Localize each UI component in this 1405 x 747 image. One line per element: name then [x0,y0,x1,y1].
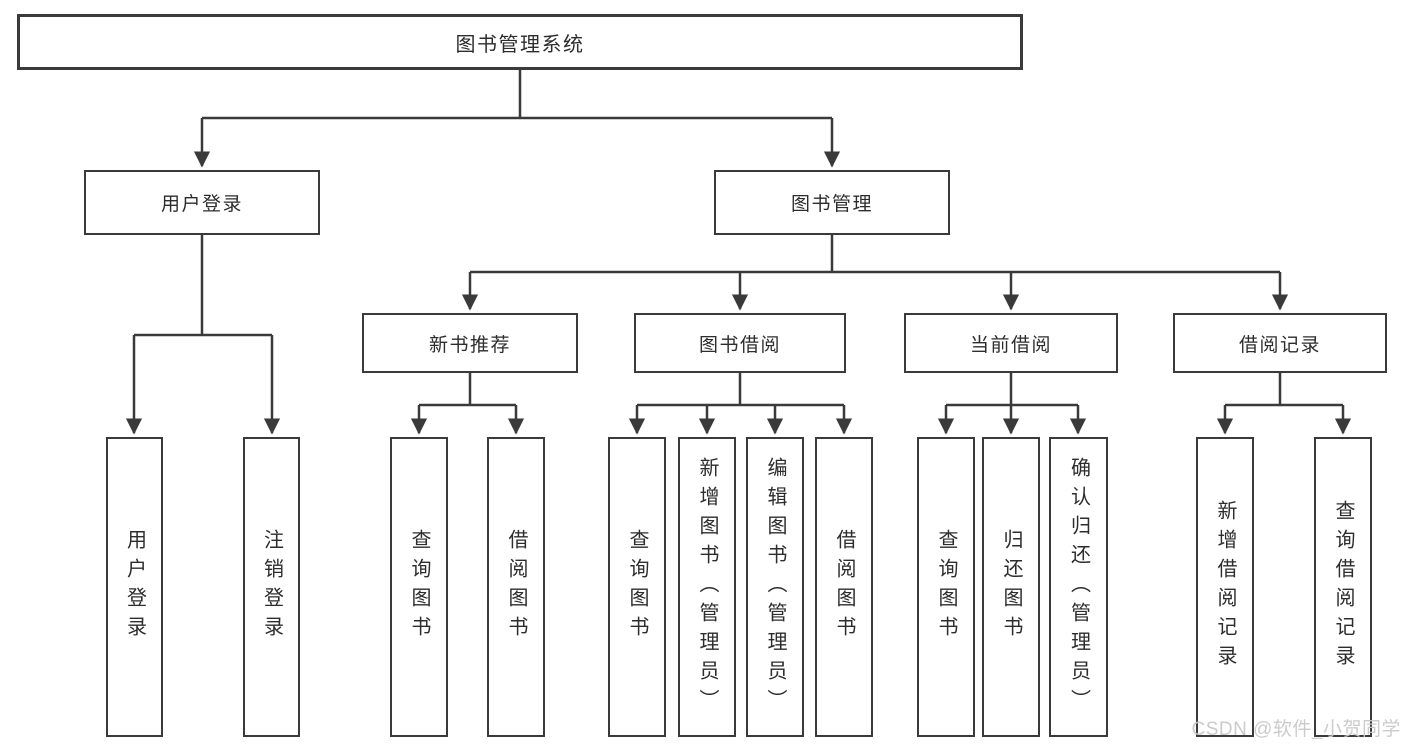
leaf-query-borrow-record: 查询借阅记录 [1314,437,1372,737]
leaf-confirm-return-admin: 确认归还（管理员） [1049,437,1108,737]
leaf-query-books-2: 查询图书 [608,437,666,737]
leaf-return-books: 归还图书 [982,437,1040,737]
node-book-management: 图书管理 [714,170,950,235]
leaf-query-books: 查询图书 [390,437,448,737]
leaf-edit-books-admin: 编辑图书（管理员） [746,437,804,737]
leaf-borrow-books: 借阅图书 [487,437,545,737]
csdn-watermark: CSDN @软件_小贺同学 [1191,719,1401,740]
leaf-logout: 注销登录 [243,437,300,737]
node-current-borrowing: 当前借阅 [904,313,1118,373]
leaf-borrow-books-2: 借阅图书 [815,437,873,737]
node-library-management-system: 图书管理系统 [17,14,1023,70]
leaf-user-login: 用户登录 [106,437,163,737]
leaf-query-books-3: 查询图书 [917,437,975,737]
leaf-add-books-admin: 新增图书（管理员） [678,437,736,737]
node-user-login: 用户登录 [84,170,320,235]
node-borrowing-records: 借阅记录 [1173,313,1387,373]
node-new-book-recommend: 新书推荐 [362,313,578,373]
leaf-add-borrow-record: 新增借阅记录 [1196,437,1254,737]
node-book-borrowing: 图书借阅 [634,313,846,373]
